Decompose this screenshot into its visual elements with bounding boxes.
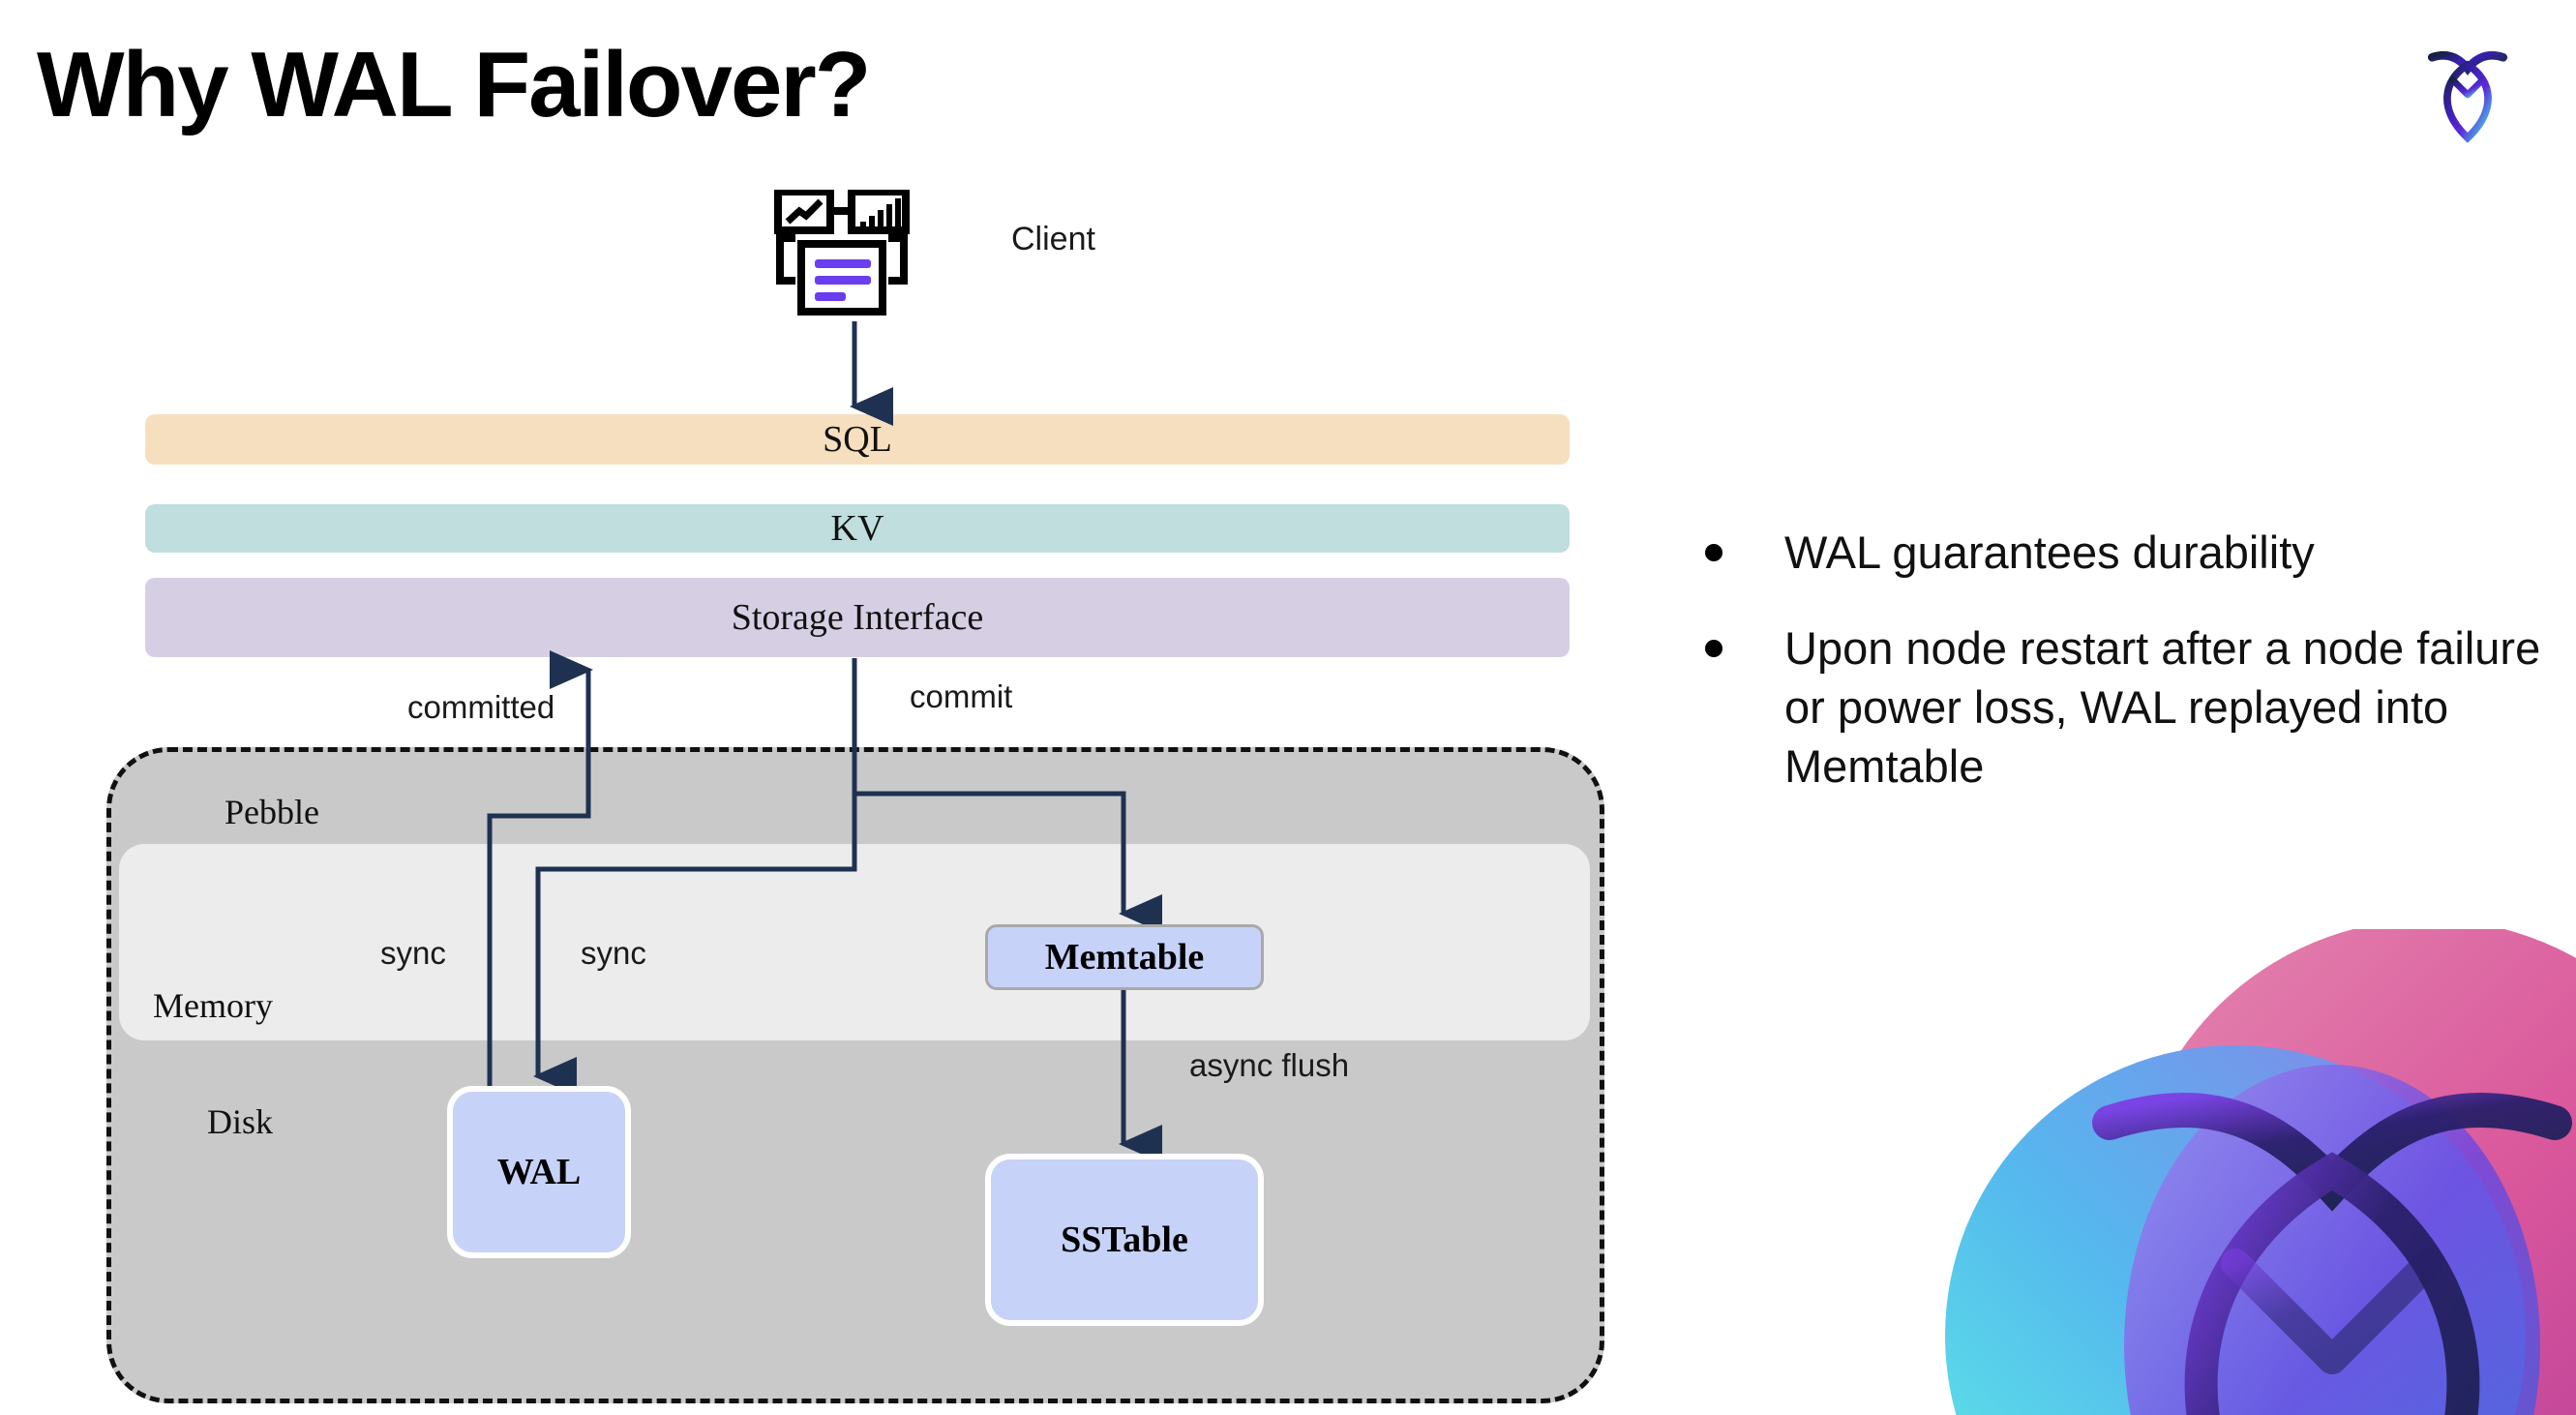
- layer-bar-kv: KV: [145, 504, 1570, 553]
- client-device-icon: [774, 190, 910, 316]
- bullet-dot-icon: [1705, 544, 1722, 561]
- list-item: Upon node restart after a node failure o…: [1705, 618, 2547, 796]
- page-title: Why WAL Failover?: [37, 33, 871, 136]
- layer-label-storage: Storage Interface: [731, 597, 984, 638]
- component-box-sstable: SSTable: [985, 1154, 1264, 1326]
- bullet-dot-icon: [1705, 640, 1722, 658]
- edge-label-sync-left: sync: [380, 935, 446, 971]
- bullet-text: WAL guarantees durability: [1784, 527, 2315, 578]
- layer-bar-sql: SQL: [145, 414, 1570, 465]
- component-label-wal: WAL: [496, 1152, 582, 1192]
- layer-bar-storage: Storage Interface: [145, 578, 1570, 657]
- component-box-memtable: Memtable: [985, 924, 1264, 990]
- layer-label-kv: KV: [830, 508, 884, 549]
- edge-label-committed: committed: [407, 689, 555, 725]
- bullet-text: Upon node restart after a node failure o…: [1784, 622, 2541, 793]
- edge-label-async-flush: async flush: [1189, 1047, 1350, 1083]
- disk-label: Disk: [207, 1102, 274, 1141]
- edge-label-sync-right: sync: [581, 935, 646, 971]
- pebble-label: Pebble: [225, 793, 319, 831]
- list-item: WAL guarantees durability: [1705, 523, 2547, 582]
- cockroach-logo-icon: [2427, 50, 2508, 143]
- component-label-sstable: SSTable: [1061, 1219, 1188, 1260]
- memory-panel: [119, 844, 1590, 1040]
- layer-label-sql: SQL: [823, 419, 892, 460]
- component-label-memtable: Memtable: [1044, 937, 1205, 978]
- component-box-wal: WAL: [447, 1086, 631, 1258]
- bullet-list: WAL guarantees durability Upon node rest…: [1705, 523, 2547, 832]
- memory-label: Memory: [153, 986, 273, 1025]
- client-label: Client: [1011, 221, 1095, 257]
- edge-label-commit: commit: [910, 678, 1013, 714]
